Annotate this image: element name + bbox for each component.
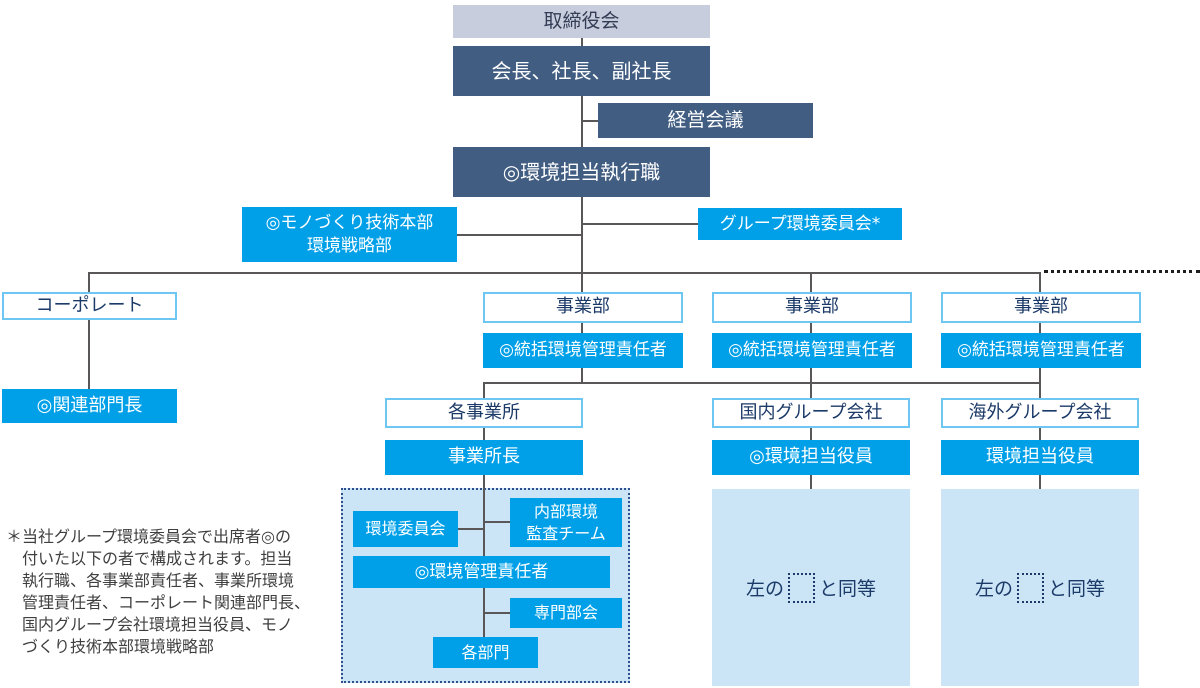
node-business-division-1: 事業部 [483,292,683,323]
node-chief-env-manager-3: ◎統括環境管理責任者 [941,333,1141,368]
node-management-council: 経営会議 [598,103,813,138]
connector-line [88,272,90,292]
connector-line [810,323,812,333]
connector-line [483,382,485,398]
dotted-box-icon [788,572,815,603]
node-related-dept-head: ◎関連部門長 [2,389,177,423]
connector-line [1039,368,1041,398]
node-specialist-subcommittee: 専門部会 [510,598,622,628]
connector-line [582,120,598,122]
connector-line [810,272,812,292]
connector-line [1039,323,1041,333]
connector-line [458,528,484,530]
node-each-department: 各部門 [433,637,538,668]
dotted-box-icon [1017,572,1044,603]
node-site-head: 事業所長 [385,440,583,475]
connector-line [581,272,583,292]
equivalence-text: 左の と同等 [941,489,1139,686]
node-each-site: 各事業所 [385,398,583,428]
node-env-officer-overseas: 環境担当役員 [941,440,1139,475]
connector-line [484,521,510,523]
node-business-division-3: 事業部 [941,292,1141,323]
equivalence-text: 左の と同等 [712,489,910,686]
equivalence-text-prefix: 左の [974,578,1013,600]
node-domestic-group-companies: 国内グループ会社 [712,398,910,428]
connector-line [483,382,1041,384]
node-business-division-2: 事業部 [712,292,912,323]
node-env-manager: ◎環境管理責任者 [353,556,610,588]
connector-line [1039,272,1041,292]
node-overseas-group-companies: 海外グループ会社 [941,398,1139,428]
node-env-officer-domestic: ◎環境担当役員 [712,440,910,475]
connector-line [581,197,583,273]
node-board-of-directors: 取締役会 [453,5,710,38]
node-chief-env-manager-2: ◎統括環境管理責任者 [712,333,912,368]
node-chairman-president: 会長、社長、副社長 [453,46,710,96]
connector-line [89,272,1041,274]
equivalence-text-suffix: と同等 [1048,578,1106,600]
connector-line [810,368,812,398]
connector-line [484,612,510,614]
connector-line [582,223,698,225]
node-internal-audit-team: 内部環境 監査チーム [510,498,622,547]
node-monozukuri-env-strategy: ◎モノづくり技術本部 環境戦略部 [242,207,457,262]
connector-line [581,368,583,383]
equivalence-text-prefix: 左の [745,578,784,600]
node-env-committee: 環境委員会 [353,511,458,547]
dotted-connector-line [1044,270,1200,273]
connector-line [810,428,812,440]
overseas-equivalent-panel: 左の と同等 [941,489,1139,686]
connector-line [483,428,485,440]
equivalence-text-suffix: と同等 [819,578,877,600]
connector-line [88,320,90,389]
connector-line [1039,428,1041,440]
node-corporate: コーポレート [2,292,177,320]
connector-line [1039,475,1041,489]
domestic-equivalent-panel: 左の と同等 [712,489,910,686]
footnote: ＊当社グループ環境委員会で出席者◎の 付いた以下の者で構成されます。担当 執行職… [6,527,311,656]
node-env-executive: ◎環境担当執行職 [453,147,710,197]
connector-line [581,323,583,333]
connector-line [457,234,582,236]
node-group-env-committee: グループ環境委員会* [698,208,902,240]
node-chief-env-manager-1: ◎統括環境管理責任者 [483,333,683,368]
connector-line [581,38,583,46]
connector-line [810,475,812,489]
